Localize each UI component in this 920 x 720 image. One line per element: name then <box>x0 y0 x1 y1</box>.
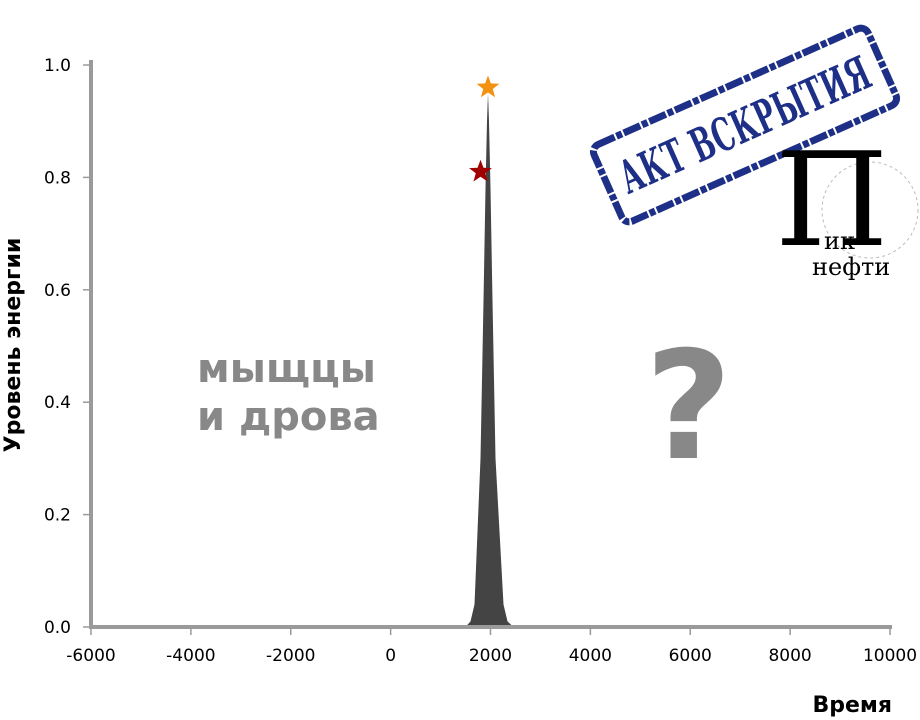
x-tick-label: -4000 <box>166 646 215 666</box>
globe-icon <box>821 161 919 259</box>
axis-ticks <box>83 64 891 635</box>
orange-star-marker <box>476 75 500 98</box>
stamp-border <box>589 24 901 226</box>
y-axis-label: Уровень энергии <box>1 238 26 453</box>
y-tick-label: 0.8 <box>44 168 71 188</box>
peak-oil-logo: П ик нефти <box>775 124 919 281</box>
y-tick-label: 0.6 <box>44 281 71 301</box>
y-tick-label: 0.2 <box>44 506 71 526</box>
x-tick-label: 6000 <box>669 646 712 666</box>
annotation-question-mark: ? <box>645 320 732 494</box>
x-tick-label: 0 <box>385 646 396 666</box>
red-star-marker <box>469 159 492 182</box>
logo-letter: П <box>775 124 888 276</box>
annotation-muscles: мыщцы <box>197 346 376 392</box>
annotation-firewood: и дрова <box>197 394 380 440</box>
x-tick-label: 2000 <box>469 646 512 666</box>
x-tick-label: 10000 <box>863 646 917 666</box>
y-tick-label: 0.0 <box>44 618 71 638</box>
y-tick-label: 0.4 <box>44 393 71 413</box>
tick-labels: -6000 -4000 -2000 0 2000 4000 6000 8000 10000 0.0… <box>44 56 917 666</box>
x-tick-label: -6000 <box>66 646 115 666</box>
series-area-energy <box>465 93 514 628</box>
x-tick-label: 8000 <box>768 646 811 666</box>
logo-line2: нефти <box>812 253 890 281</box>
x-tick-label: 4000 <box>569 646 612 666</box>
x-tick-label: -2000 <box>266 646 315 666</box>
logo-line1: ик <box>824 227 855 255</box>
plot-marks <box>465 75 514 628</box>
y-tick-label: 1.0 <box>44 56 71 76</box>
x-axis-label: Время <box>812 693 892 718</box>
